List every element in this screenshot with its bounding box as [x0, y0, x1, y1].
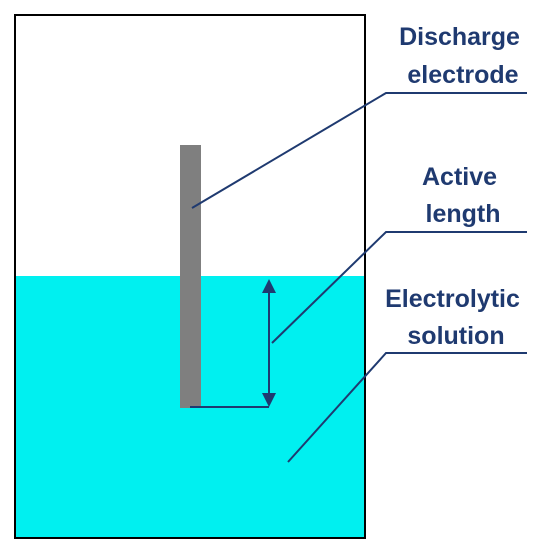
- discharge-electrode-leader: [191, 92, 527, 209]
- active-length-leader: [271, 231, 527, 344]
- discharge-electrode-label: Discharge electrode: [399, 23, 527, 89]
- active-length-arrowhead-bottom: [262, 393, 276, 407]
- electrolytic-solution-label: Electrolytic solution: [385, 285, 527, 350]
- electrolytic-solution-leader: [287, 352, 527, 463]
- discharge-electrode-rod: [180, 145, 201, 408]
- active-length-arrowhead-top: [262, 279, 276, 293]
- container-outline: [14, 14, 366, 539]
- leader-lines: [191, 92, 527, 463]
- active-length-dimension: [190, 279, 276, 408]
- active-length-label: Active length: [422, 163, 504, 228]
